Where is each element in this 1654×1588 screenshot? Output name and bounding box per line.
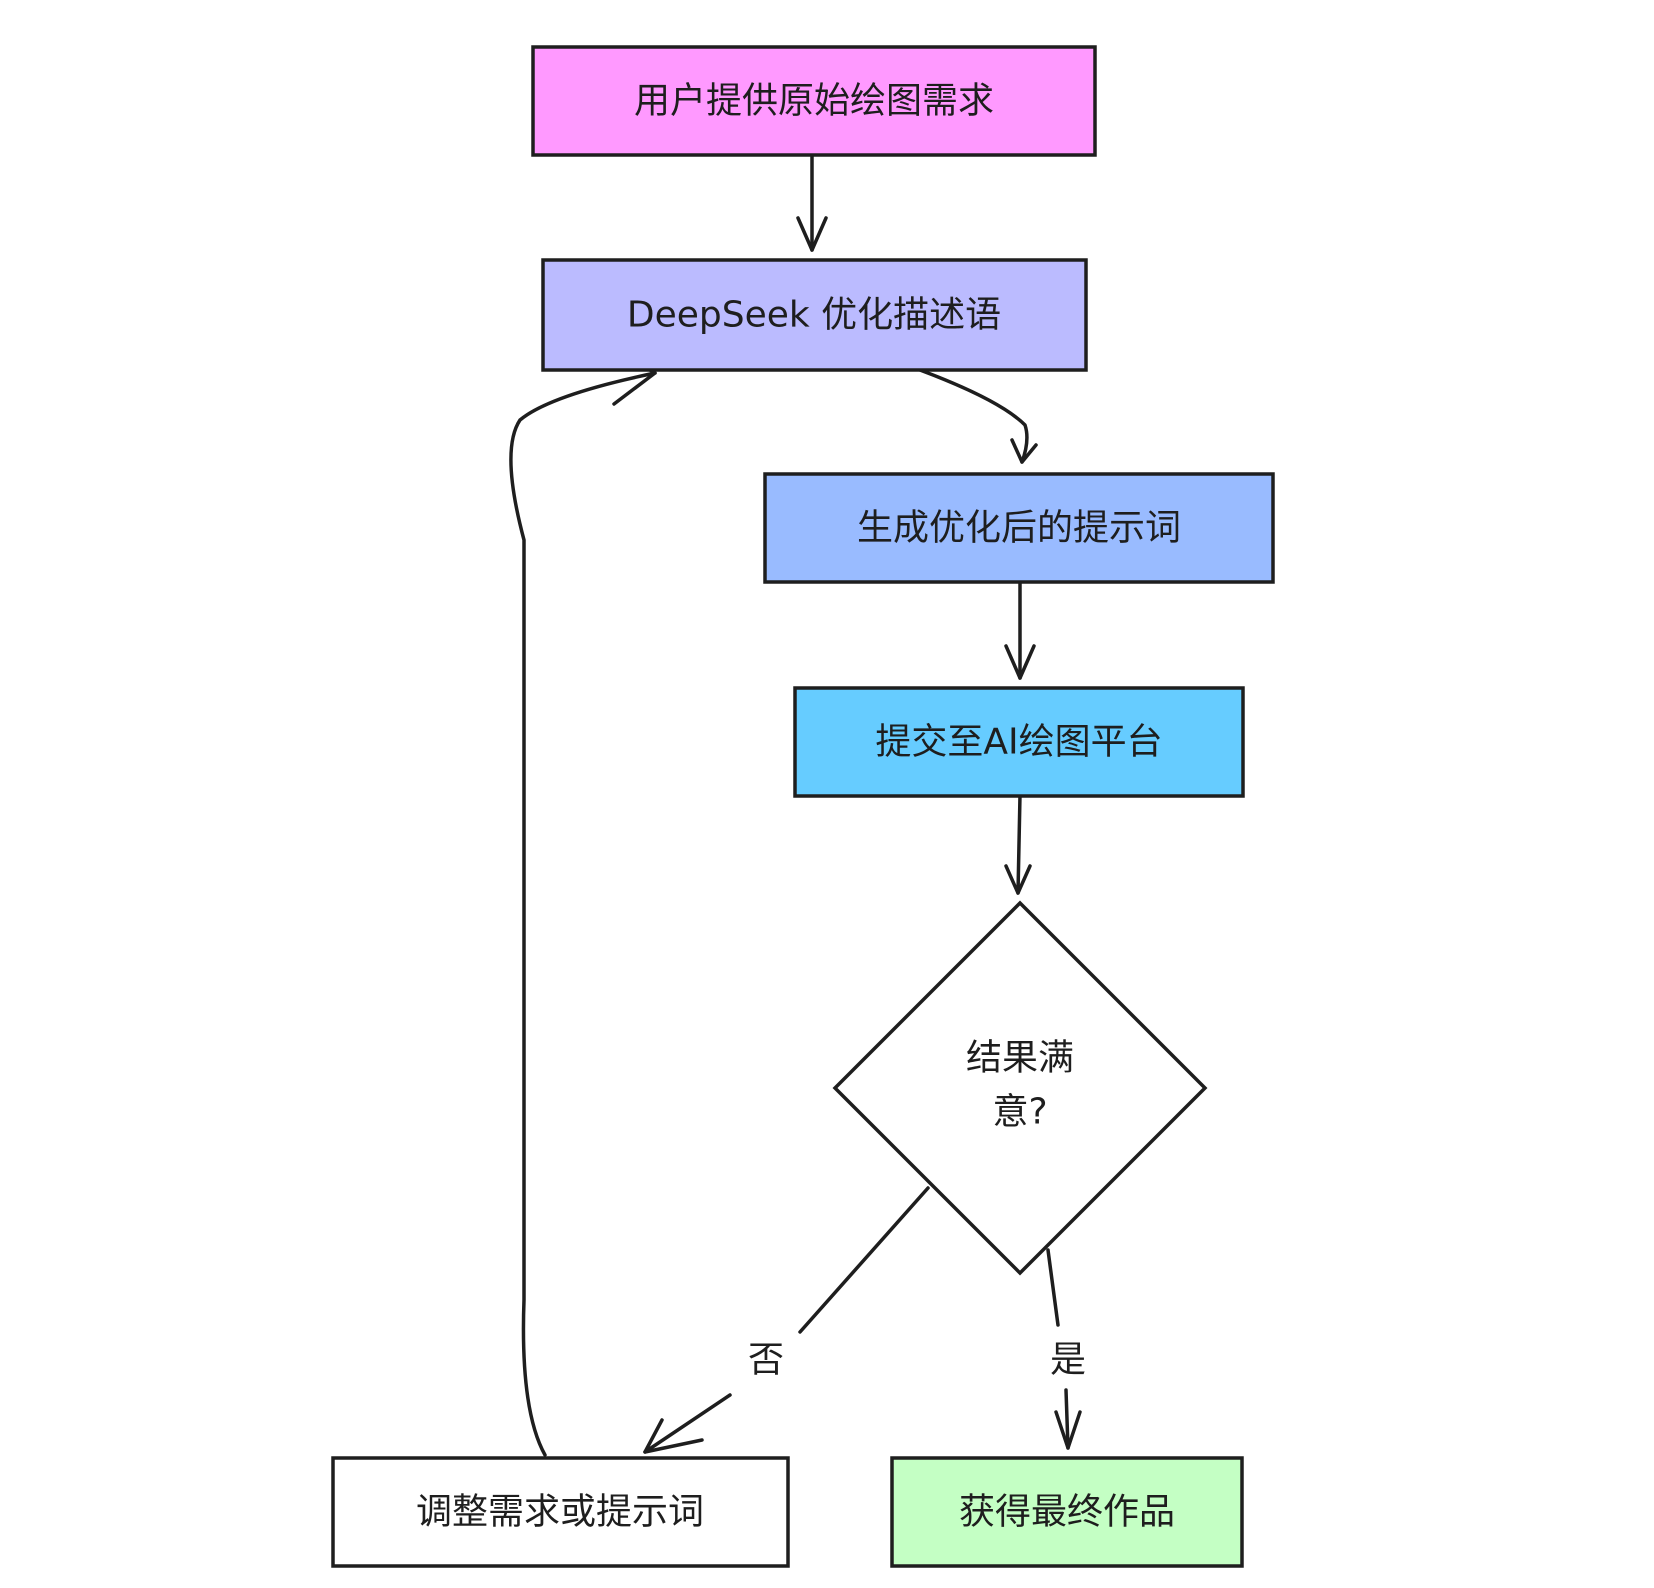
edge-decision-to-adjust-lower [643, 1393, 732, 1454]
edge-labels: 否 是 [748, 1340, 1086, 1381]
node-final: 获得最终作品 [890, 1456, 1244, 1568]
node-decision-label-line1: 结果满 [966, 1038, 1074, 1079]
node-generate-prompt-label: 生成优化后的提示词 [857, 508, 1181, 549]
node-submit-platform: 提交至AI绘图平台 [793, 686, 1245, 798]
arrowhead-icon [1004, 644, 1036, 680]
edge-deepseek-to-generate [918, 368, 1029, 464]
node-generate-prompt: 生成优化后的提示词 [763, 472, 1275, 584]
node-decision: 结果满 意? [832, 900, 1208, 1276]
node-deepseek-optimize-label: DeepSeek 优化描述语 [627, 295, 1001, 336]
edge-decision-to-final-lower [1064, 1388, 1070, 1450]
arrowhead-icon [1004, 864, 1032, 895]
edge-decision-to-final [1046, 1248, 1060, 1327]
node-final-label: 获得最终作品 [959, 1492, 1175, 1533]
edge-adjust-to-deepseek [509, 371, 657, 1457]
edge-submit-to-decision [1016, 793, 1022, 895]
node-user-request-label: 用户提供原始绘图需求 [634, 81, 994, 122]
edges [509, 153, 1082, 1457]
node-adjust-label: 调整需求或提示词 [416, 1492, 704, 1533]
node-adjust: 调整需求或提示词 [331, 1456, 790, 1568]
edge-decision-to-adjust [798, 1186, 930, 1334]
node-deepseek-optimize: DeepSeek 优化描述语 [541, 258, 1088, 372]
node-submit-platform-label: 提交至AI绘图平台 [875, 722, 1162, 763]
arrowhead-icon [1010, 438, 1038, 464]
edge-label-yes: 是 [1050, 1340, 1086, 1381]
node-decision-label-line2: 意? [992, 1092, 1047, 1133]
arrowhead-icon [643, 1418, 704, 1454]
arrowhead-icon [1054, 1410, 1082, 1450]
edge-label-no: 否 [748, 1340, 784, 1381]
node-user-request: 用户提供原始绘图需求 [531, 45, 1097, 157]
arrowhead-icon [796, 216, 828, 252]
